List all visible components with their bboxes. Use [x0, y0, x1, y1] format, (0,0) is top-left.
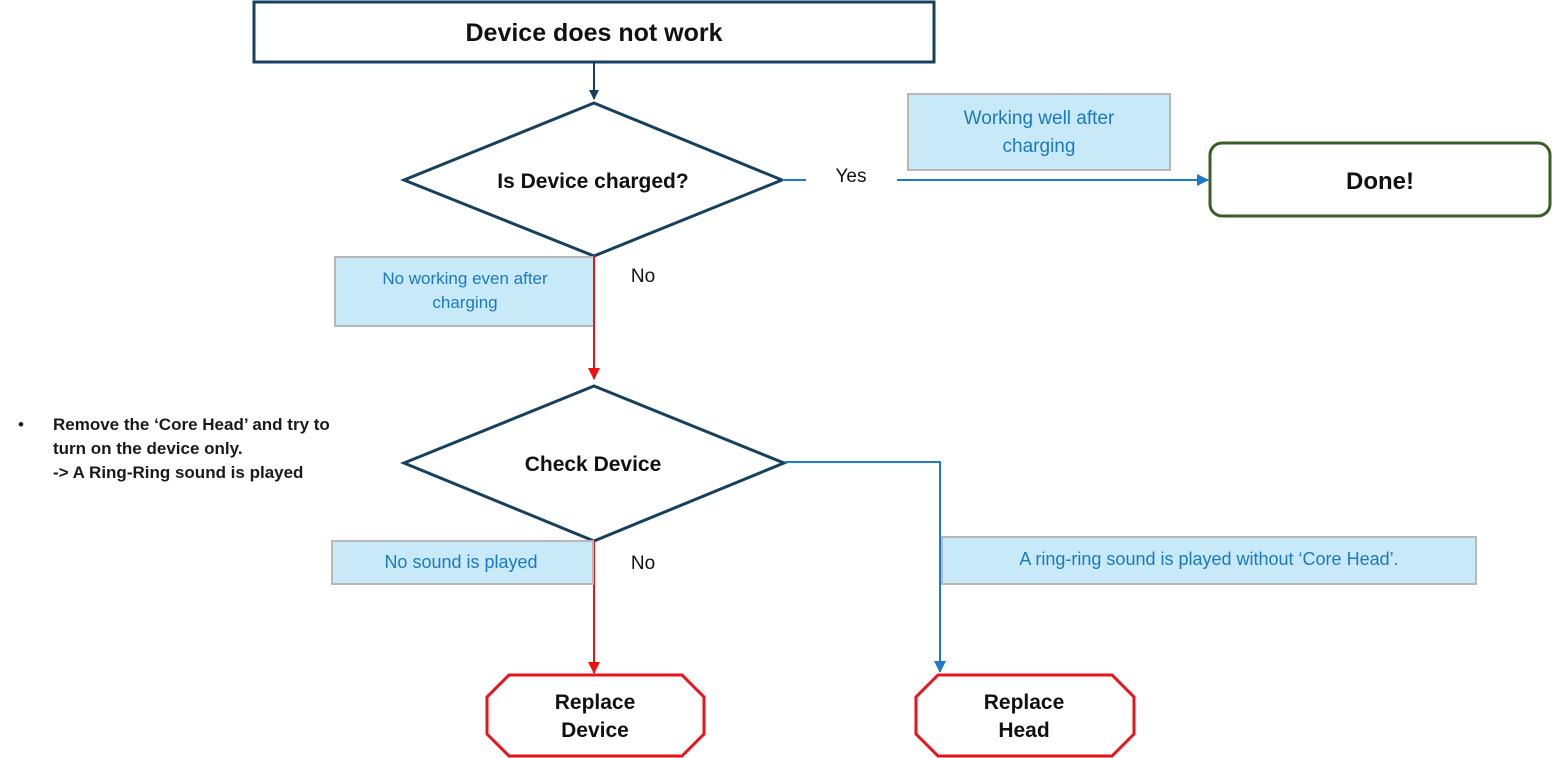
replace-head-line-1: Replace: [984, 691, 1065, 714]
side-note-line-3: -> A Ring-Ring sound is played: [53, 463, 304, 482]
start-node-label: Device does not work: [465, 19, 722, 47]
annotation-working-well-line-1: Working well after: [964, 108, 1115, 129]
side-note-line-1: Remove the ‘Core Head’ and try to: [53, 415, 330, 434]
annotation-not-working: No working even after charging: [334, 256, 595, 327]
done-node-label: Done!: [1346, 168, 1414, 195]
annotation-no-sound-label: No sound is played: [384, 552, 537, 572]
decision-check-device: Check Device: [400, 384, 788, 543]
annotation-working-well-line-2: charging: [1003, 136, 1076, 157]
replace-device-line-2: Device: [561, 719, 629, 742]
start-node: Device does not work: [252, 0, 936, 64]
edge-label-no-2: No: [631, 553, 655, 574]
annotation-not-working-line-1: No working even after: [382, 269, 548, 288]
side-note-line-2: turn on the device only.: [53, 439, 243, 458]
done-node: Done!: [1208, 141, 1552, 218]
decision-check-device-label: Check Device: [525, 453, 662, 476]
side-note: • Remove the ‘Core Head’ and try to turn…: [18, 413, 398, 485]
annotation-not-working-line-2: charging: [432, 293, 497, 312]
annotation-no-sound: No sound is played: [331, 540, 594, 585]
annotation-working-well: Working well after charging: [907, 93, 1171, 171]
replace-head-node: Replace Head: [914, 673, 1136, 758]
replace-head-line-2: Head: [998, 719, 1049, 742]
edge-ring-to-replace-head: [784, 461, 946, 673]
replace-device-node: Replace Device: [485, 673, 706, 758]
decision-charged-label: Is Device charged?: [497, 170, 688, 193]
decision-charged: Is Device charged?: [399, 101, 786, 258]
edge-label-yes: Yes: [836, 166, 867, 187]
side-note-item: • Remove the ‘Core Head’ and try to turn…: [18, 413, 398, 485]
annotation-ring-sound-label: A ring-ring sound is played without ‘Cor…: [1019, 549, 1398, 569]
replace-device-line-1: Replace: [555, 691, 636, 714]
bullet-icon: •: [18, 415, 24, 434]
edge-label-no-1: No: [631, 266, 655, 287]
annotation-ring-sound: A ring-ring sound is played without ‘Cor…: [941, 536, 1477, 585]
